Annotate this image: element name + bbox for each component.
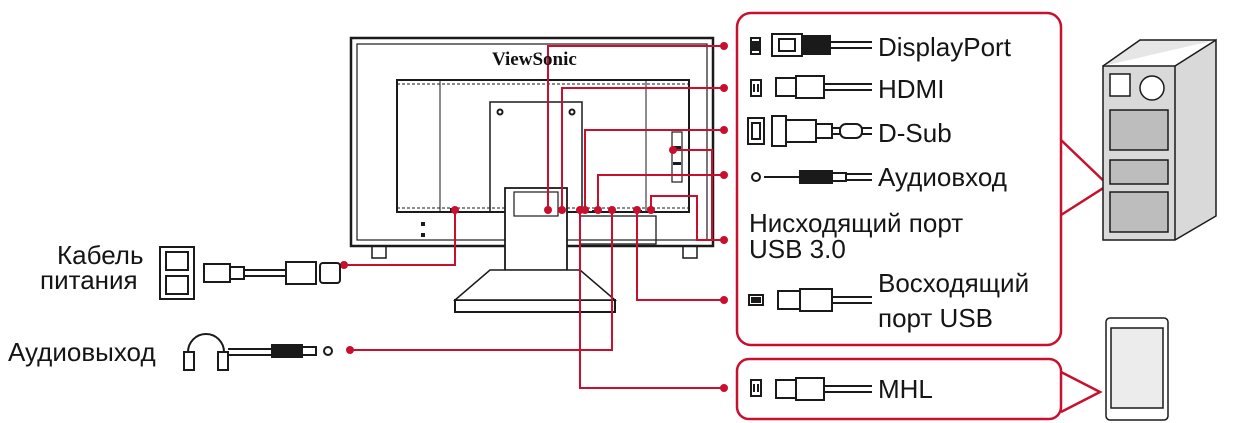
usb-down-label-line2: USB 3.0 (749, 234, 846, 264)
cable-connectors (764, 33, 872, 401)
monitor-brand: ViewSonic (492, 49, 577, 70)
port-icons (747, 37, 765, 397)
displayport-label: DisplayPort (878, 32, 1011, 62)
monitor-rear (349, 36, 715, 313)
smartphone (1105, 317, 1169, 421)
connection-dots (340, 42, 728, 392)
desktop-pc (1102, 38, 1217, 241)
usb-down-label-line1: Нисходящий порт (749, 208, 964, 238)
connection-lines (344, 45, 724, 389)
power-cable-label-line2: питания (40, 265, 138, 295)
audio-out-cable (183, 333, 333, 371)
mhl-label: MHL (878, 374, 933, 404)
power-cable-label-line1: Кабель (57, 240, 144, 270)
hdmi-label: HDMI (878, 74, 945, 104)
power-cable (159, 246, 341, 300)
audio-in-label: Аудиовход (878, 162, 1007, 192)
usb-up-label-line1: Восходящий (878, 268, 1030, 298)
dsub-label: D-Sub (878, 118, 952, 148)
usb-up-label-line2: порт USB (878, 303, 994, 333)
audio-out-label: Аудиовыход (8, 337, 156, 367)
